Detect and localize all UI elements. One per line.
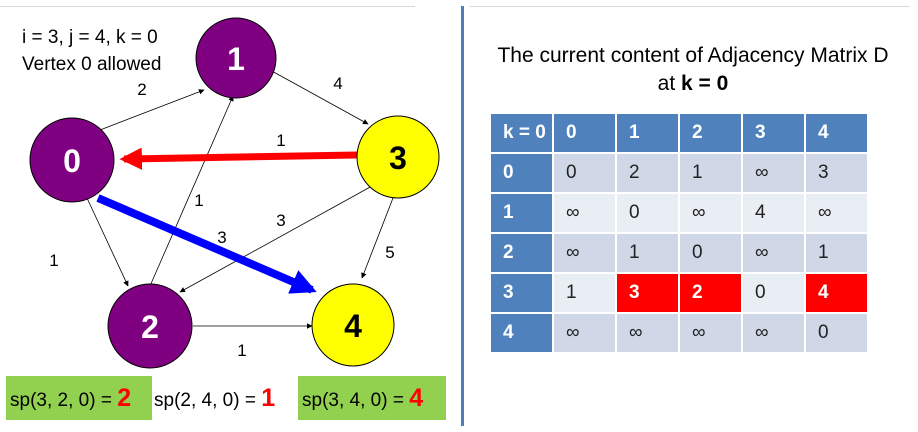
edge-0-4-highlight xyxy=(96,194,317,294)
matrix-row-header: 3 xyxy=(490,273,553,313)
shortest-path-value: 1 xyxy=(261,384,276,412)
node-label-3: 3 xyxy=(389,140,407,176)
matrix-cell: 0 xyxy=(616,193,679,233)
matrix-cell: ∞ xyxy=(553,233,616,273)
matrix-title: The current content of Adjacency Matrix … xyxy=(478,42,908,98)
matrix-cell: 1 xyxy=(805,233,868,273)
matrix-row-header: 4 xyxy=(490,313,553,353)
node-label-4: 4 xyxy=(344,308,362,344)
matrix-title-line1: The current content of Adjacency Matrix … xyxy=(497,44,889,67)
matrix-cell: 1 xyxy=(553,273,616,313)
matrix-cell: 0 xyxy=(553,153,616,193)
matrix-row: 0 0 2 1 ∞ 3 xyxy=(490,153,868,193)
shortest-path-value: 4 xyxy=(409,384,424,412)
edge-0-2 xyxy=(86,197,129,287)
matrix-col-header: 2 xyxy=(679,113,742,153)
matrix-cell: 4 xyxy=(742,193,805,233)
matrix-cell: 0 xyxy=(679,233,742,273)
matrix-row: 4 ∞ ∞ ∞ ∞ 0 xyxy=(490,313,868,353)
node-3: 3 xyxy=(356,115,440,199)
adjacency-matrix: k = 0 0 1 2 3 4 0 0 2 1 ∞ 3 1 ∞ 0 ∞ 4 ∞ … xyxy=(490,113,868,353)
edge-weight-2-1: 1 xyxy=(194,191,203,210)
matrix-cell: ∞ xyxy=(553,313,616,353)
matrix-row: 3 1 3 2 0 4 xyxy=(490,273,868,313)
node-label-2: 2 xyxy=(141,309,159,345)
node-4: 4 xyxy=(311,283,395,367)
matrix-header-row: k = 0 0 1 2 3 4 xyxy=(490,113,868,153)
matrix-cell-highlighted: 2 xyxy=(679,273,742,313)
matrix-cell: ∞ xyxy=(742,153,805,193)
node-2: 2 xyxy=(107,283,193,369)
matrix-cell: ∞ xyxy=(553,193,616,233)
edge-weight-3-4: 5 xyxy=(385,243,394,262)
node-1: 1 xyxy=(195,17,277,99)
matrix-col-header: 0 xyxy=(553,113,616,153)
matrix-row: 2 ∞ 1 0 ∞ 1 xyxy=(490,233,868,273)
matrix-cell: ∞ xyxy=(742,233,805,273)
matrix-cell: 1 xyxy=(679,153,742,193)
matrix-cell: ∞ xyxy=(742,313,805,353)
matrix-cell: 2 xyxy=(616,153,679,193)
matrix-row-header: 2 xyxy=(490,233,553,273)
node-0: 0 xyxy=(29,117,115,203)
edge-3-4 xyxy=(361,197,394,279)
shortest-path-value: 2 xyxy=(117,384,132,412)
matrix-row-header: 0 xyxy=(490,153,553,193)
edge-weight-0-4: 3 xyxy=(217,228,226,247)
edge-3-0-highlight xyxy=(119,147,358,170)
shortest-path-3-2: sp(3, 2, 0) = 2 xyxy=(6,376,152,420)
graph-diagram: 2 4 1 3 1 1 3 5 1 0 1 2 3 4 xyxy=(29,17,440,369)
matrix-title-k: k = 0 xyxy=(681,72,729,95)
matrix-title-line2: at k = 0 xyxy=(657,72,729,95)
edge-weight-0-1: 2 xyxy=(137,80,146,99)
edge-weight-0-2: 1 xyxy=(49,251,58,270)
matrix-row: 1 ∞ 0 ∞ 4 ∞ xyxy=(490,193,868,233)
matrix-col-header: 4 xyxy=(805,113,868,153)
matrix-cell: 0 xyxy=(742,273,805,313)
edge-2-1 xyxy=(149,95,234,287)
edge-weight-2-4: 1 xyxy=(237,341,246,360)
matrix-cell-highlighted: 4 xyxy=(805,273,868,313)
edge-weight-1-3: 4 xyxy=(333,74,342,93)
matrix-corner-cell: k = 0 xyxy=(490,113,553,153)
top-rule-right xyxy=(470,6,910,7)
matrix-cell: 3 xyxy=(805,153,868,193)
matrix-cell: 1 xyxy=(616,233,679,273)
matrix-cell: ∞ xyxy=(805,193,868,233)
matrix-cell: ∞ xyxy=(616,313,679,353)
node-label-1: 1 xyxy=(227,41,245,77)
status-line-vertex: Vertex 0 allowed xyxy=(22,54,162,75)
matrix-cell: ∞ xyxy=(679,193,742,233)
matrix-cell: 0 xyxy=(805,313,868,353)
matrix-row-header: 1 xyxy=(490,193,553,233)
matrix-cell-highlighted: 3 xyxy=(616,273,679,313)
edge-3-2 xyxy=(179,185,373,293)
edge-weight-3-2: 3 xyxy=(276,211,285,230)
matrix-col-header: 3 xyxy=(742,113,805,153)
matrix-cell: ∞ xyxy=(679,313,742,353)
top-rule-left xyxy=(0,6,415,7)
panel-divider xyxy=(461,6,464,426)
edge-weight-3-0: 1 xyxy=(276,131,285,150)
node-label-0: 0 xyxy=(63,143,81,179)
edge-1-3 xyxy=(269,69,369,125)
status-line-indices: i = 3, j = 4, k = 0 xyxy=(22,27,158,48)
shortest-path-2-4: sp(2, 4, 0) = 1 xyxy=(154,384,276,412)
edge-0-1 xyxy=(99,89,205,131)
matrix-col-header: 1 xyxy=(616,113,679,153)
shortest-path-3-4: sp(3, 4, 0) = 4 xyxy=(298,376,446,420)
